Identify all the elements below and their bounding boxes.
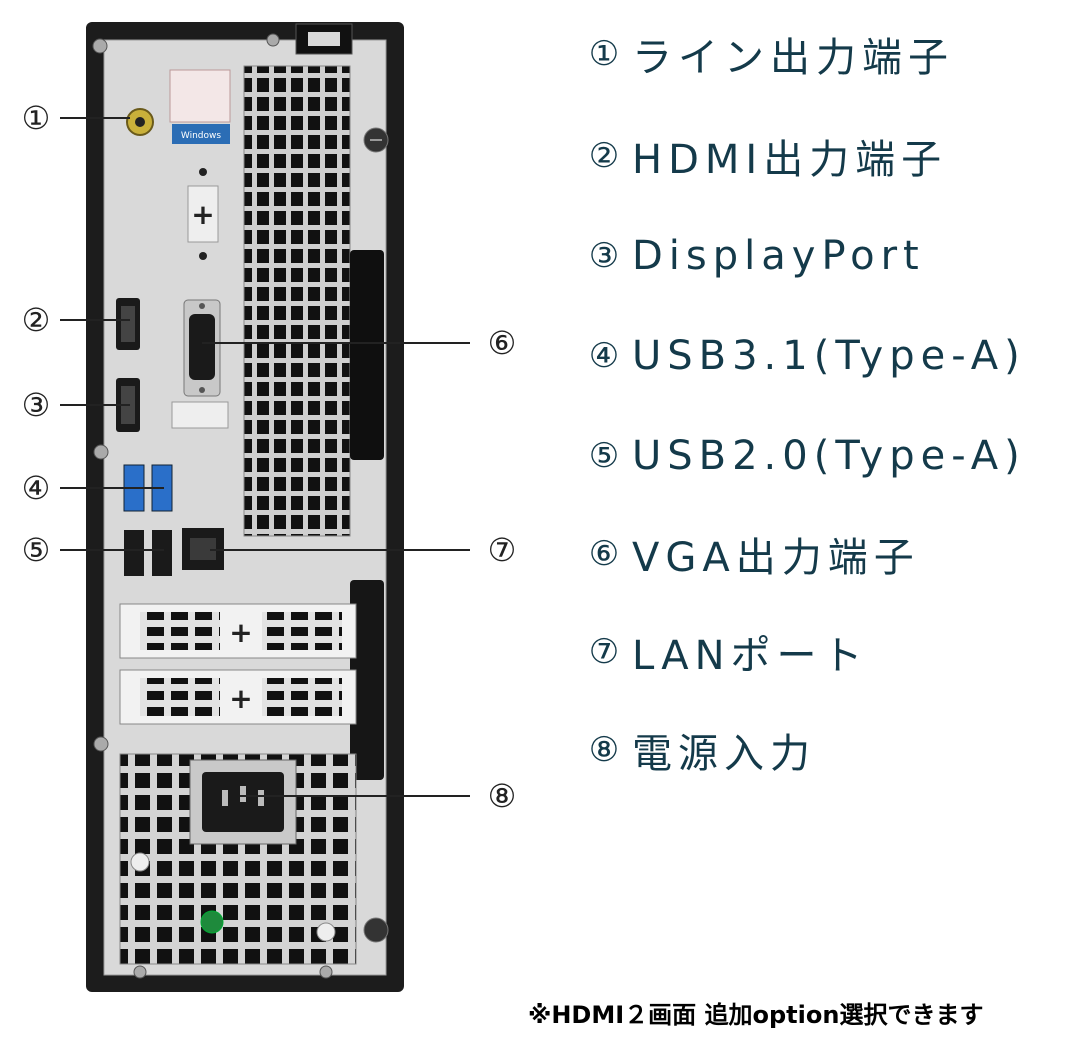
- legend-number: ④: [588, 336, 620, 376]
- svg-text:+: +: [229, 682, 252, 715]
- callout-2: ②: [21, 301, 51, 339]
- legend-item-usb31: ④ USB3.1(Type-A): [582, 328, 1026, 384]
- legend-number: ②: [588, 136, 620, 176]
- legend-label: DisplayPort: [632, 233, 925, 279]
- windows-sticker-text: Windows: [181, 131, 221, 141]
- side-rail: [350, 250, 384, 460]
- label-sticker: [169, 69, 231, 123]
- legend-label: USB2.0(Type-A): [632, 433, 1026, 479]
- legend-label: VGA出力端子: [632, 535, 920, 581]
- screw-bottom-right: [363, 917, 389, 943]
- vga-port: [189, 314, 215, 380]
- legend-item-displayport: ③ DisplayPort: [582, 228, 925, 284]
- callout-8: ⑧: [487, 777, 517, 815]
- callout-7: ⑦: [487, 531, 517, 569]
- windows-sticker: [172, 124, 230, 144]
- legend-number: ⑧: [588, 730, 620, 770]
- legend-item-usb20: ⑤ USB2.0(Type-A): [582, 428, 1026, 484]
- vent-grid: [243, 65, 351, 537]
- legend-number: ③: [588, 236, 620, 276]
- legend-item-power: ⑧ 電源入力: [582, 722, 816, 778]
- legend-item-line-out: ① ライン出力端子: [582, 26, 954, 82]
- leader-lines: [60, 117, 470, 797]
- screw-top-left: [92, 38, 108, 54]
- callout-3: ③: [21, 386, 51, 424]
- usb2-port-2: [152, 530, 172, 576]
- footnote: ※HDMI２画面 追加option選択できます: [528, 1001, 984, 1029]
- legend-label: ライン出力端子: [632, 35, 954, 81]
- legend-label: LANポート: [632, 633, 869, 679]
- usb2-port-1: [124, 530, 144, 576]
- callout-4: ④: [21, 469, 51, 507]
- legend-number: ⑤: [588, 436, 620, 476]
- svg-text:+: +: [229, 616, 252, 649]
- pc-rear-panel-illustration: Windows +: [60, 22, 470, 992]
- legend-item-hdmi: ② HDMI出力端子: [582, 128, 947, 184]
- svg-text:+: +: [191, 198, 214, 231]
- legend-item-vga: ⑥ VGA出力端子: [582, 526, 920, 582]
- legend-number: ⑦: [588, 632, 620, 672]
- callout-5: ⑤: [21, 531, 51, 569]
- legend-label: 電源入力: [632, 731, 816, 777]
- top-latch: [295, 23, 353, 55]
- psu-test-light: [200, 910, 224, 934]
- legend-label: HDMI出力端子: [632, 137, 948, 183]
- callout-6: ⑥: [487, 324, 517, 362]
- callout-1: ①: [21, 99, 51, 137]
- legend-label: USB3.1(Type-A): [632, 333, 1026, 379]
- legend-number: ①: [588, 34, 620, 74]
- legend-item-lan: ⑦ LANポート: [582, 624, 869, 680]
- legend-number: ⑥: [588, 534, 620, 574]
